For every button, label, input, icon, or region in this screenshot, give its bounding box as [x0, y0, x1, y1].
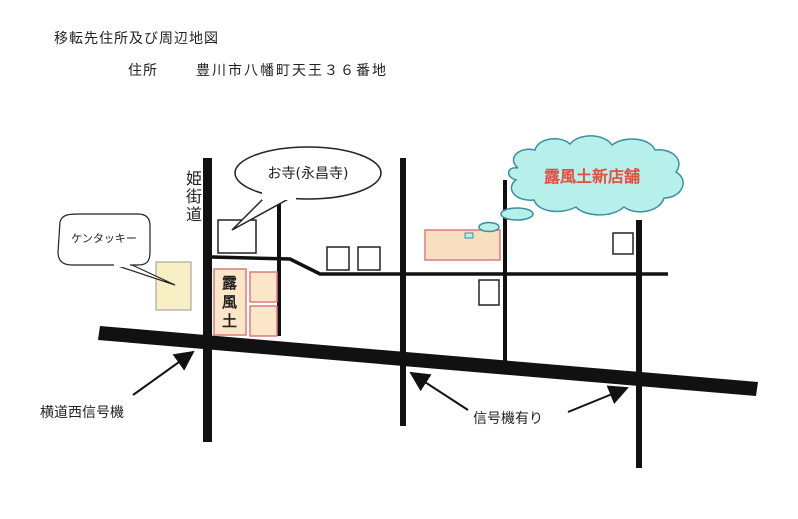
main-road — [98, 326, 758, 396]
temple-bubble-tail — [231, 193, 293, 231]
vertical-road-lane — [503, 180, 507, 362]
address-value: 豊川市八幡町天王３６番地 — [196, 63, 388, 79]
address-label: 住所 — [128, 63, 158, 79]
cloud-dot — [478, 221, 500, 233]
old-store-building — [213, 268, 247, 336]
vertical-road-right — [636, 220, 642, 468]
arrow-signal-mid — [409, 371, 469, 411]
road-name-label: 姫街道 — [183, 170, 202, 224]
kfc-bubble-tail — [111, 263, 176, 286]
building — [612, 232, 634, 255]
kfc-building — [155, 261, 192, 311]
building — [478, 279, 500, 306]
bubble-mask — [114, 262, 130, 267]
arrow-signal-right — [567, 385, 629, 413]
hime-kaido-road — [203, 158, 212, 442]
old-store-annex — [249, 305, 278, 337]
new-store-building — [424, 229, 501, 261]
side-road — [211, 255, 668, 276]
new-store-label: 露風土新店舗 — [544, 167, 640, 186]
new-store-marker — [464, 232, 474, 239]
temple-bubble-label: お寺(永昌寺) — [268, 166, 349, 182]
bubble-mask — [262, 192, 296, 200]
building — [326, 246, 350, 271]
vertical-road-mid — [400, 158, 406, 426]
temple-bubble — [234, 146, 382, 200]
kfc-bubble — [57, 213, 151, 266]
new-store-cloud — [507, 135, 684, 216]
old-store-label: 露風土 — [220, 275, 238, 332]
vertical-road-small — [277, 200, 281, 336]
signal-here-label: 信号機有り — [473, 411, 543, 427]
building — [357, 246, 381, 271]
cloud-dot — [500, 207, 534, 221]
kfc-bubble-label: ケンタッキー — [71, 232, 137, 245]
temple-building — [217, 219, 257, 254]
old-store-annex — [249, 271, 278, 303]
signal-west-label: 横道西信号機 — [40, 405, 124, 421]
page-title: 移転先住所及び周辺地図 — [54, 31, 219, 47]
arrow-west-signal — [132, 350, 195, 396]
